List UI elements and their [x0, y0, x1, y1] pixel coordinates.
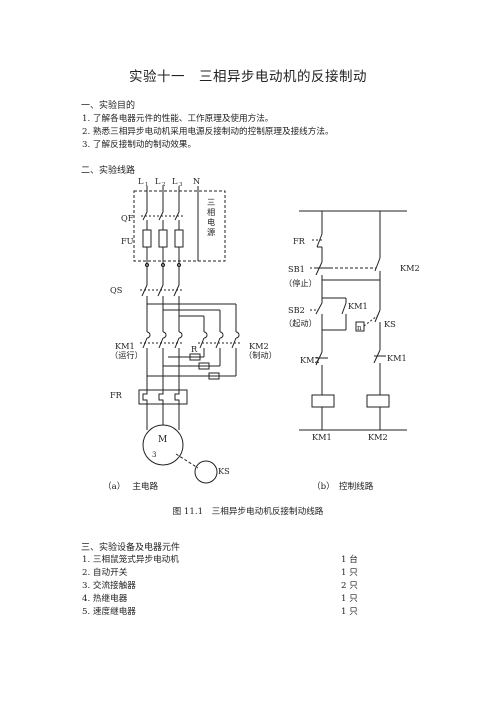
- label-l3: L: [172, 176, 178, 186]
- km1-coil: [311, 394, 335, 408]
- ctrl-label-sb2: SB2: [288, 305, 305, 315]
- objective-item: 3. 了解反接制动的制动效果。: [82, 140, 197, 150]
- equipment-name: 5. 速度继电器: [82, 607, 136, 617]
- objective-item: 2. 熟悉三相异步电动机采用电源反接制动的控制原理及接线方法。: [82, 127, 334, 137]
- equipment-qty: 1 只: [341, 607, 358, 617]
- label-n: N: [193, 176, 200, 186]
- fuse: [142, 229, 152, 248]
- equipment-name: 1. 三相鼠笼式异步电动机: [82, 555, 179, 565]
- label-fu: FU: [121, 236, 134, 246]
- label-source-2: 相: [207, 207, 215, 217]
- label-qs: QS: [110, 285, 123, 295]
- label-qf: QF: [121, 213, 134, 223]
- ctrl-label-n: n: [357, 324, 362, 332]
- ctrl-label-sb1-note: （停止）: [284, 278, 317, 288]
- equipment-qty: 1 只: [341, 568, 358, 578]
- figure-label-a: （a） 主电路: [103, 482, 159, 492]
- figure-caption: 图 11.1 三相异步电动机反接制动线路: [172, 507, 324, 517]
- label-l3-sub: 3: [179, 182, 183, 188]
- speed-relay-circle: [194, 460, 218, 484]
- label-source-3: 电: [207, 217, 215, 227]
- resistor: [189, 353, 201, 361]
- objective-item: 1. 了解各电器元件的性能、工作原理及使用方法。: [82, 114, 274, 124]
- ctrl-label-coil2: KM2: [368, 432, 388, 442]
- label-km1: KM1: [115, 341, 135, 351]
- figure-label-b: （b） 控制线路: [312, 482, 374, 492]
- label-source-1: 三: [207, 197, 215, 207]
- label-motor-m: M: [158, 435, 167, 445]
- ctrl-label-coil1: KM1: [312, 432, 332, 442]
- equipment-name: 2. 自动开关: [82, 568, 128, 578]
- page-title: 实验十一 三相异步电动机的反接制动: [129, 69, 367, 85]
- equipment-name: 3. 交流接触器: [82, 581, 136, 591]
- section-heading-objectives: 一、实验目的: [81, 101, 136, 111]
- ctrl-label-sb2-note: （起动）: [284, 318, 317, 328]
- motor-circle: [142, 424, 184, 466]
- equipment-name: 4. 热继电器: [82, 594, 128, 604]
- ctrl-label-km2-interlock: KM2: [300, 355, 320, 365]
- label-fr: FR: [110, 390, 123, 400]
- section-heading-circuit: 二、实验线路: [81, 166, 136, 176]
- label-km2-note: （制动）: [244, 350, 277, 360]
- label-l2-sub: 2: [162, 182, 166, 188]
- fuse: [174, 229, 184, 248]
- label-km2: KM2: [249, 341, 269, 351]
- fuse: [158, 229, 168, 248]
- equipment-qty: 1 台: [341, 555, 358, 565]
- equipment-qty: 1 只: [341, 594, 358, 604]
- ctrl-label-sb1: SB1: [288, 264, 305, 274]
- label-source-4: 源: [207, 227, 215, 237]
- label-ks: KS: [218, 466, 230, 476]
- label-r: R: [191, 344, 198, 354]
- label-l1-sub: 1: [145, 182, 149, 188]
- resistor: [208, 372, 220, 380]
- label-l1: L: [138, 176, 144, 186]
- speed-relay-box: [355, 321, 365, 332]
- ctrl-label-km1-contact: KM1: [348, 301, 368, 311]
- section-heading-equipment: 三、实验设备及电器元件: [81, 543, 181, 553]
- label-km1-note: （运行）: [110, 350, 143, 360]
- label-motor-3: 3: [152, 451, 156, 459]
- ctrl-label-km2-contact: KM2: [400, 263, 420, 273]
- ctrl-label-fr: FR: [293, 236, 306, 246]
- ctrl-label-ks: KS: [384, 319, 396, 329]
- equipment-qty: 2 只: [341, 581, 358, 591]
- ctrl-label-km1-interlock: KM1: [387, 353, 407, 363]
- resistor: [198, 362, 210, 370]
- km2-coil: [366, 394, 390, 408]
- label-l2: L: [155, 176, 161, 186]
